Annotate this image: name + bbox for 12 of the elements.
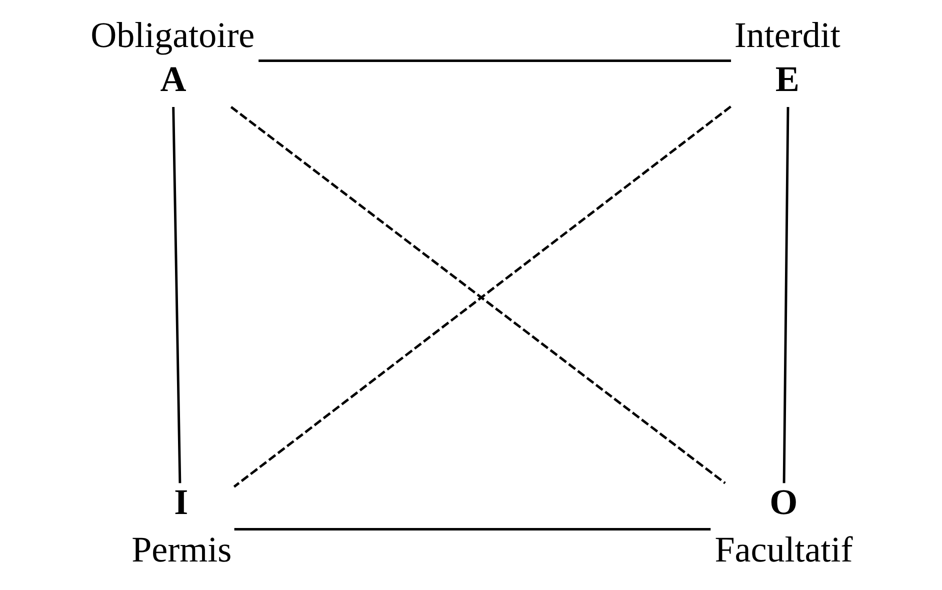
connector (234, 528, 710, 530)
node-label: Interdit (734, 14, 840, 55)
node-text: I (174, 482, 188, 522)
node-label: Obligatoire (90, 14, 254, 55)
node-label: Permis (131, 529, 232, 570)
connector (258, 60, 731, 62)
node-label: Facultatif (714, 529, 852, 570)
node-text: E (774, 59, 799, 100)
node-text: A (160, 59, 186, 100)
connector (782, 106, 789, 484)
node-text: O (769, 482, 798, 522)
connector (172, 106, 181, 484)
